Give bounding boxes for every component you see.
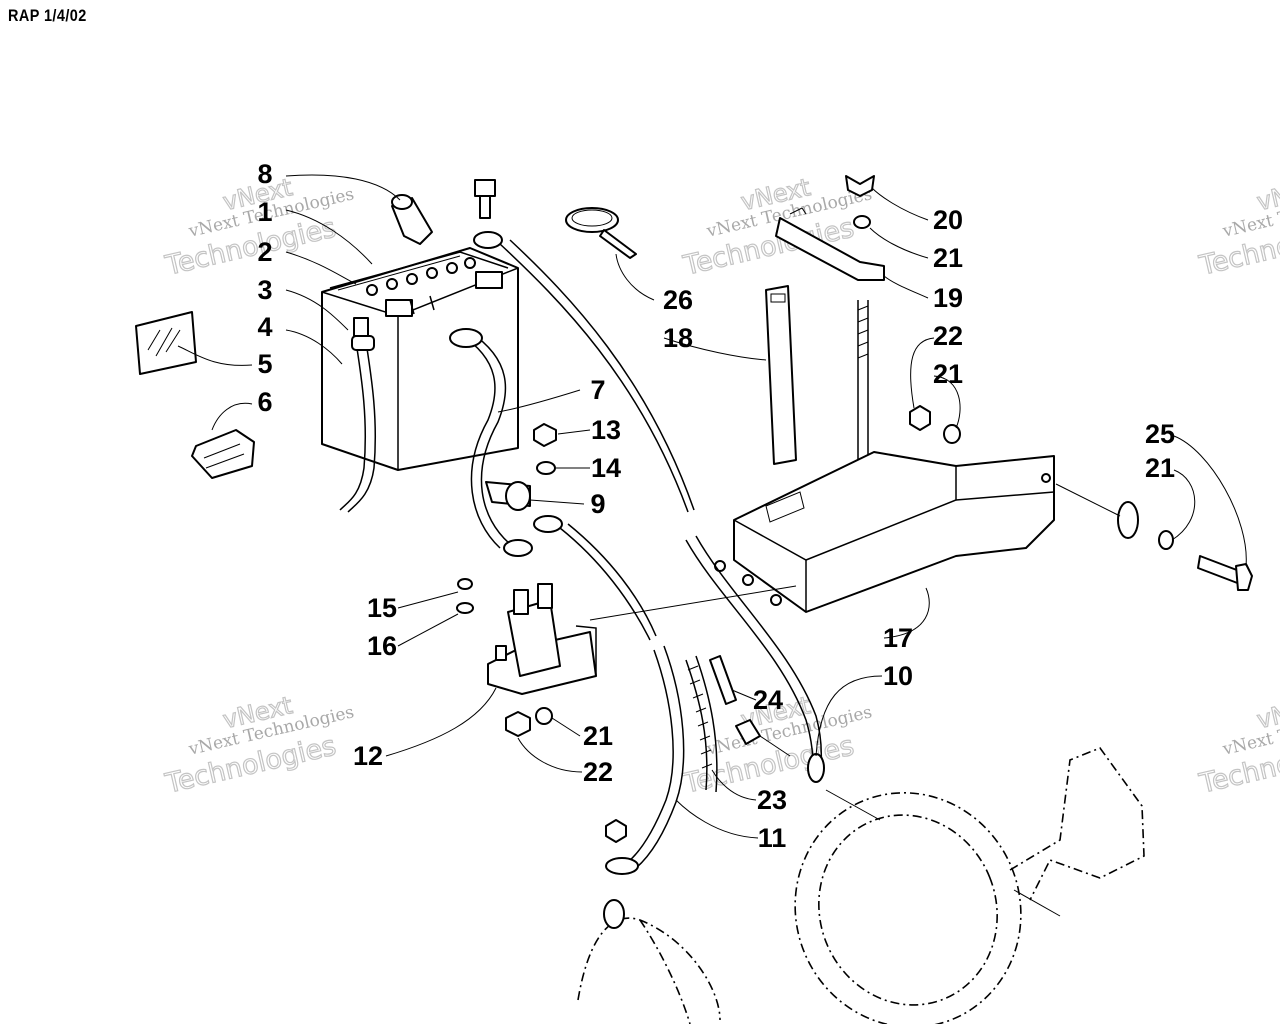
callout-7: 7 xyxy=(590,375,605,405)
callout-5: 5 xyxy=(257,349,272,379)
terminal-boot xyxy=(391,194,433,245)
callout-24: 24 xyxy=(753,685,783,715)
callout-25: 25 xyxy=(1145,419,1175,449)
callout-21-bracket: 21 xyxy=(933,243,963,273)
callout-13: 13 xyxy=(591,415,621,445)
callout-22-tray: 22 xyxy=(933,321,963,351)
callout-1: 1 xyxy=(257,197,272,227)
callout-20: 20 xyxy=(933,205,963,235)
cable-tie xyxy=(565,207,637,259)
vent-tube xyxy=(339,341,367,511)
callout-26: 26 xyxy=(663,285,693,315)
callout-3: 3 xyxy=(257,275,272,305)
callout-18: 18 xyxy=(663,323,693,353)
pad xyxy=(191,429,255,479)
leader-tray xyxy=(589,585,797,621)
bolt-top xyxy=(473,179,503,249)
watermark-outline-top: vNext xyxy=(1254,173,1280,216)
callout-9: 9 xyxy=(590,489,605,519)
decal xyxy=(135,311,197,375)
loom xyxy=(685,659,708,791)
callout-14: 14 xyxy=(591,453,621,483)
callout-8: 8 xyxy=(257,159,272,189)
hold-down-bracket xyxy=(775,207,885,281)
callout-21-solenoid: 21 xyxy=(583,721,613,751)
solenoid xyxy=(487,583,597,695)
positive-cable xyxy=(459,333,501,549)
callout-19: 19 xyxy=(933,283,963,313)
solenoid-boot xyxy=(485,481,531,511)
callout-17: 17 xyxy=(883,623,913,653)
watermark-outline-top: vNext xyxy=(1254,691,1280,734)
battery-tray xyxy=(714,451,1055,613)
hex-bolt xyxy=(1197,555,1253,591)
battery xyxy=(321,247,519,471)
leader-lines xyxy=(177,174,1247,839)
ground-cable xyxy=(499,243,689,513)
callout-12: 12 xyxy=(353,741,383,771)
callout-16: 16 xyxy=(367,631,397,661)
nut xyxy=(533,423,557,447)
callout-21-tray: 21 xyxy=(933,359,963,389)
cable-lower xyxy=(627,649,674,863)
callout-15: 15 xyxy=(367,593,397,623)
washer-large xyxy=(1117,501,1139,539)
sleeve xyxy=(709,655,737,705)
engine-housing xyxy=(577,747,1145,1024)
callout-4: 4 xyxy=(257,312,272,342)
callout-10: 10 xyxy=(883,661,913,691)
diagram-code: RAP 1/4/02 xyxy=(8,6,87,25)
cable-10 xyxy=(685,539,814,771)
callout-21-bolt: 21 xyxy=(1145,453,1175,483)
lock-washer xyxy=(536,461,556,475)
callout-22-solenoid: 22 xyxy=(583,757,613,787)
callout-11: 11 xyxy=(758,823,787,853)
callout-6: 6 xyxy=(257,387,272,417)
strap xyxy=(765,285,797,465)
callout-23: 23 xyxy=(757,785,787,815)
nut-right xyxy=(909,405,931,431)
callout-2: 2 xyxy=(257,237,272,267)
wing-nut xyxy=(845,175,875,197)
parts-drawing xyxy=(135,175,1253,1024)
callout-labels: 8 1 2 3 4 5 6 7 13 14 9 15 16 12 21 22 2… xyxy=(257,159,1175,853)
